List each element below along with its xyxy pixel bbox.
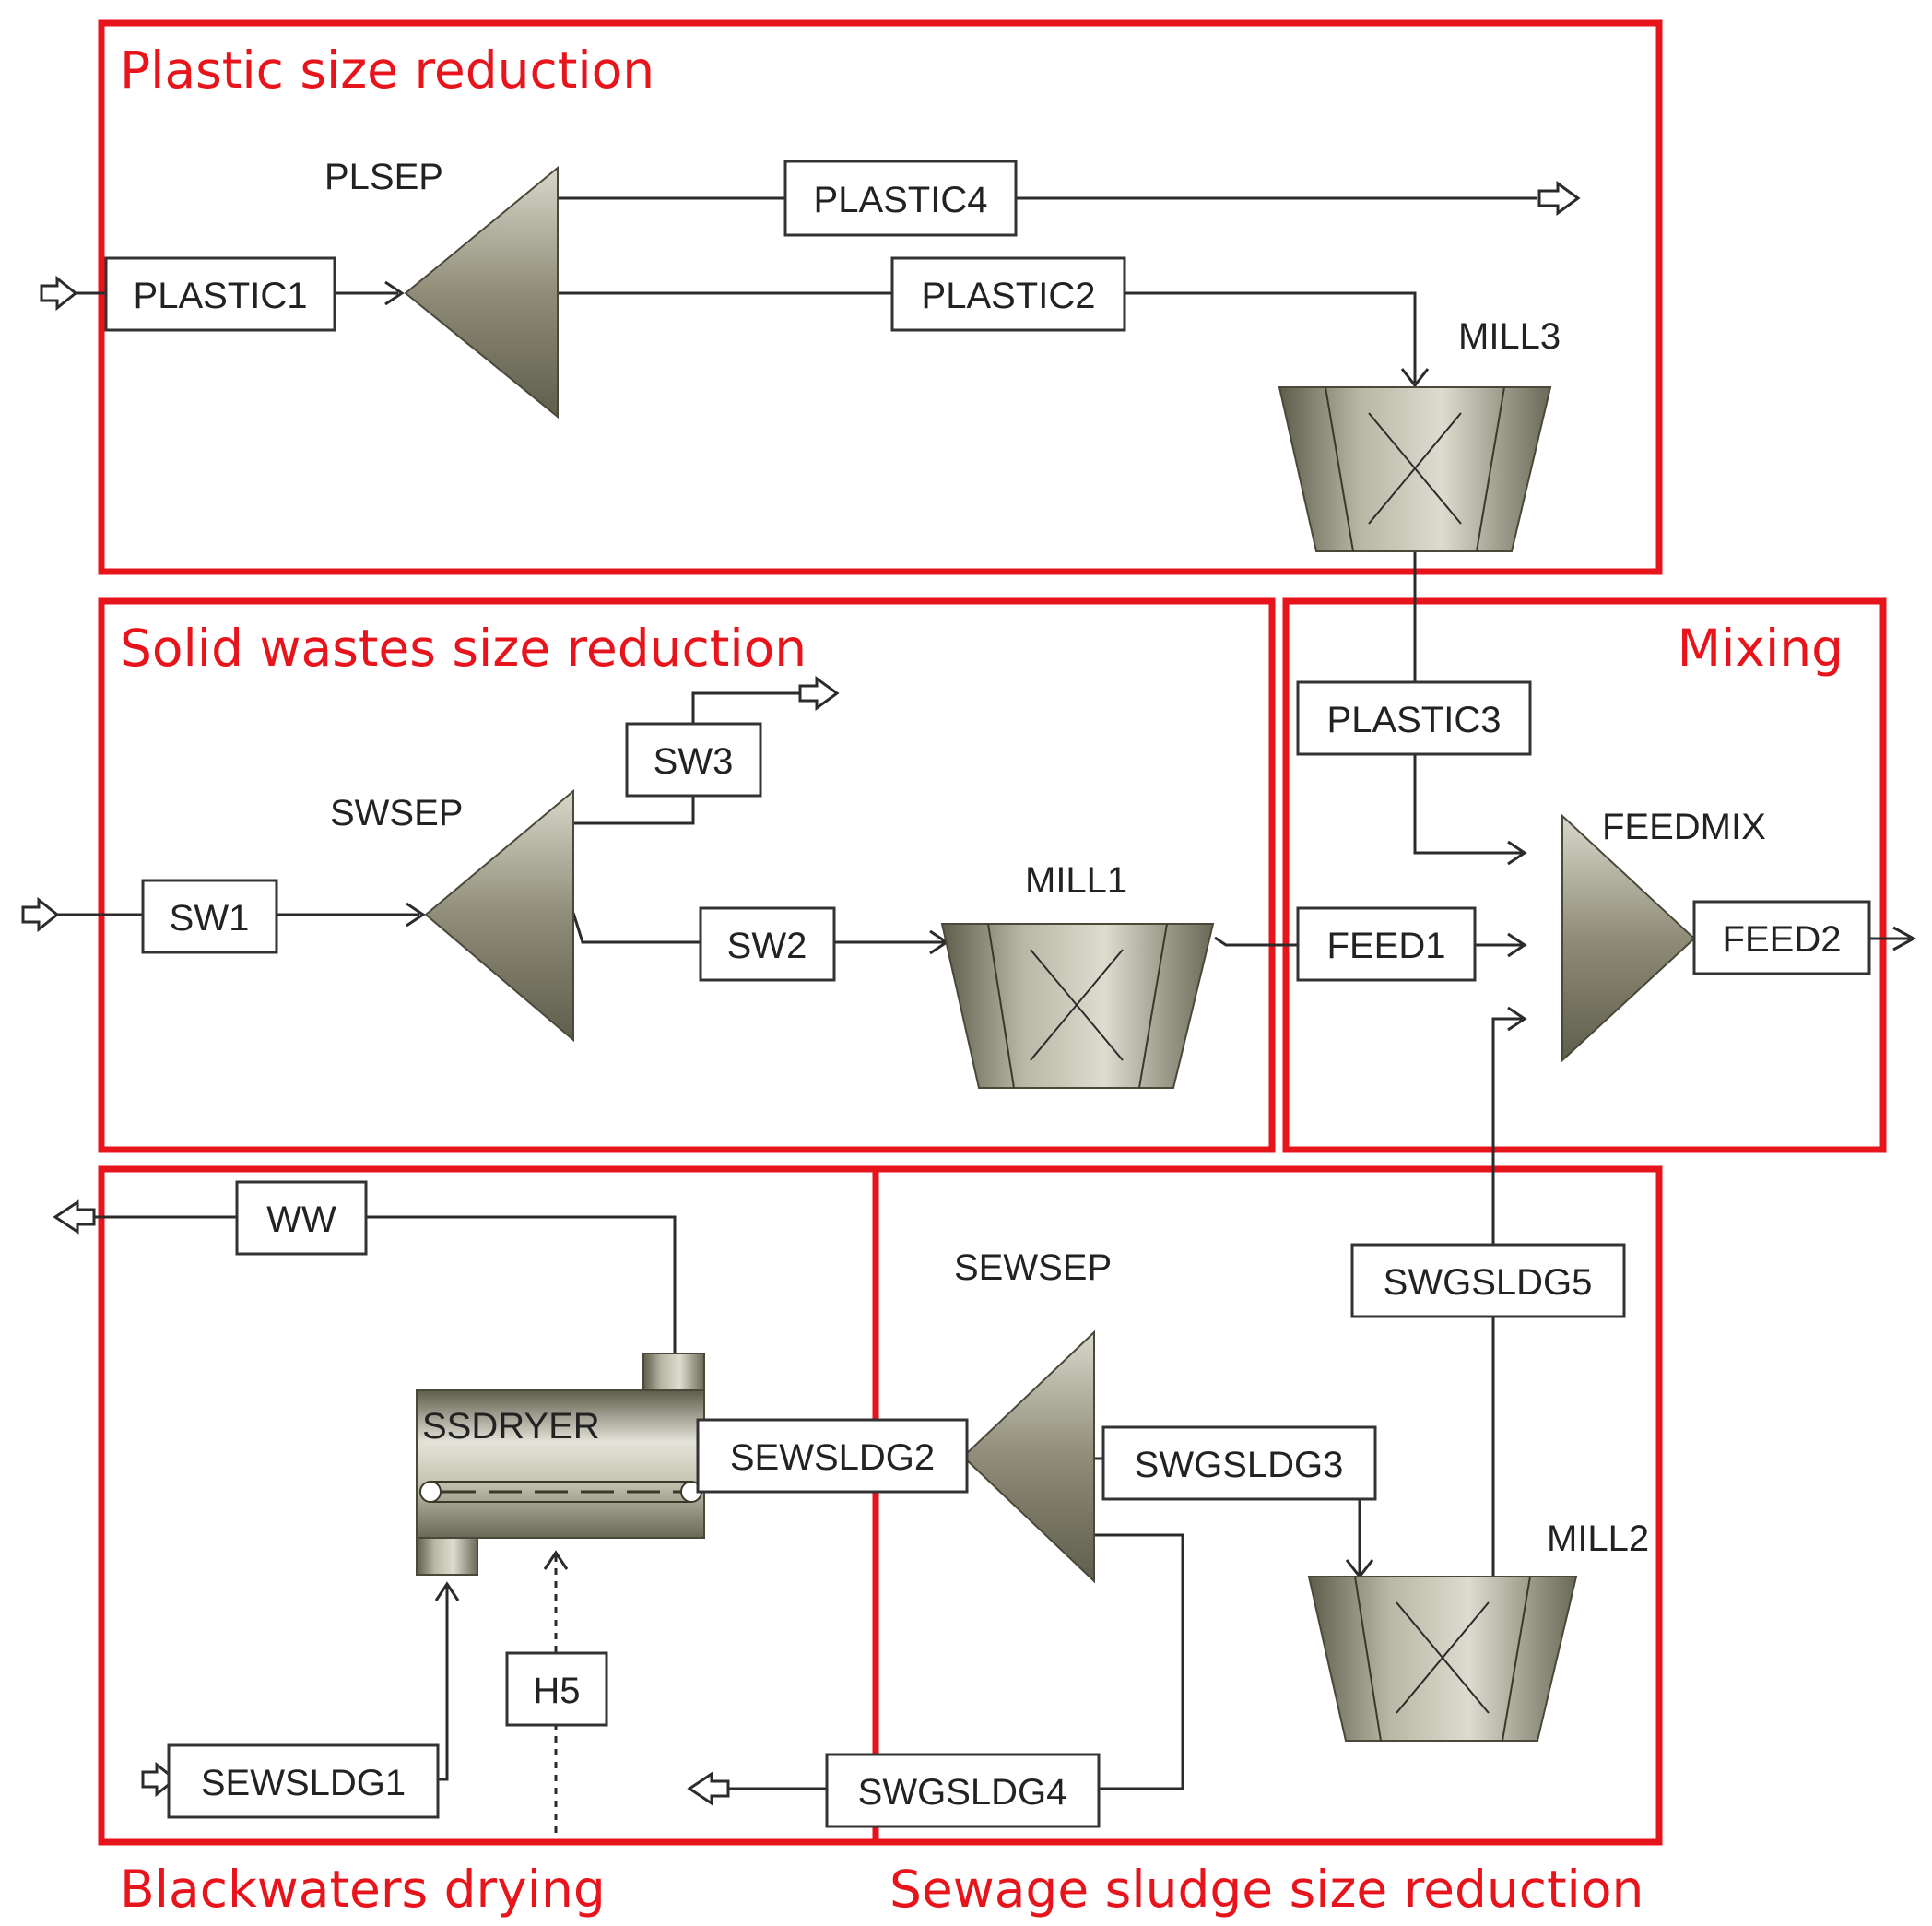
arrowhead-h5 — [543, 1550, 569, 1570]
section-frame-sewage — [872, 1165, 1663, 1846]
swsep-separator[interactable] — [424, 788, 574, 1043]
svg-text:PLASTIC3: PLASTIC3 — [1327, 700, 1502, 740]
arrowhead-sw1 — [406, 902, 426, 928]
section-title-mixing: Mixing — [1678, 619, 1844, 678]
svg-text:FEED2: FEED2 — [1723, 919, 1842, 960]
arrowhead-sewsldg1 — [434, 1581, 460, 1601]
product-arrow-ww[interactable] — [53, 1199, 96, 1235]
stream-label-plastic1[interactable]: PLASTIC1 — [104, 256, 336, 332]
feed-arrow-sewsldg1[interactable] — [141, 1761, 178, 1798]
svg-text:SEWSLDG1: SEWSLDG1 — [201, 1763, 406, 1803]
mill2-label: MILL2 — [1547, 1518, 1649, 1559]
section-frame-plastic — [98, 19, 1663, 575]
stream-label-h5[interactable]: H5 — [505, 1651, 608, 1727]
stream-label-plastic3[interactable]: PLASTIC3 — [1296, 680, 1532, 756]
arrowhead-swgsldg5 — [1507, 1006, 1527, 1032]
svg-text:PLASTIC1: PLASTIC1 — [134, 276, 308, 316]
section-title-drying: Blackwaters drying — [120, 1860, 606, 1919]
arrowhead-feed1 — [1507, 932, 1527, 958]
product-arrow-sw3[interactable] — [798, 676, 840, 711]
svg-text:SW2: SW2 — [727, 926, 807, 966]
line-plastic2[interactable] — [558, 291, 1417, 383]
svg-text:H5: H5 — [533, 1671, 580, 1711]
ssdryer-label: SSDRYER — [422, 1406, 600, 1447]
mill1-label: MILL1 — [1025, 860, 1127, 901]
svg-text:SEWSLDG2: SEWSLDG2 — [730, 1437, 935, 1478]
section-title-sewage: Sewage sludge size reduction — [889, 1860, 1643, 1919]
arrowhead-plastic2 — [1400, 368, 1430, 388]
svg-text:SW1: SW1 — [170, 898, 250, 939]
line-swgsldg4[interactable] — [728, 1533, 1184, 1790]
mill3-label: MILL3 — [1458, 316, 1561, 357]
arrowhead-plastic3 — [1507, 840, 1527, 866]
plsep-label: PLSEP — [324, 157, 443, 197]
section-frame-solid — [98, 597, 1276, 1153]
arrowhead-plastic1 — [384, 280, 405, 306]
svg-text:SWGSLDG4: SWGSLDG4 — [858, 1772, 1067, 1813]
feedmix-mixer[interactable] — [1561, 813, 1696, 1063]
feed-arrow-plastic1[interactable] — [40, 275, 78, 312]
product-arrow-plastic4[interactable] — [1537, 181, 1581, 216]
stream-label-feed1[interactable]: FEED1 — [1296, 906, 1477, 982]
section-title-plastic: Plastic size reduction — [120, 41, 654, 100]
swsep-label: SWSEP — [330, 793, 463, 833]
mill3-crusher[interactable] — [1278, 386, 1552, 552]
svg-text:PLASTIC2: PLASTIC2 — [922, 276, 1096, 316]
stream-label-swgsldg3[interactable]: SWGSLDG3 — [1101, 1425, 1377, 1501]
svg-text:FEED1: FEED1 — [1327, 926, 1446, 966]
stream-label-plastic4[interactable]: PLASTIC4 — [783, 160, 1018, 237]
svg-text:SWGSLDG5: SWGSLDG5 — [1384, 1262, 1593, 1303]
feed-arrow-sw1[interactable] — [21, 896, 60, 933]
svg-text:PLASTIC4: PLASTIC4 — [814, 180, 988, 220]
section-frame-mixing — [1282, 597, 1887, 1153]
feedmix-label: FEEDMIX — [1602, 807, 1766, 847]
svg-text:WW: WW — [266, 1199, 336, 1240]
ssdryer-dryer[interactable] — [416, 1353, 705, 1576]
stream-label-feed2[interactable]: FEED2 — [1692, 900, 1871, 975]
stream-label-sw2[interactable]: SW2 — [699, 906, 836, 982]
stream-label-sw3[interactable]: SW3 — [625, 722, 762, 798]
stream-label-sewsldg1[interactable]: SEWSLDG1 — [167, 1743, 440, 1819]
stream-label-swgsldg5[interactable]: SWGSLDG5 — [1350, 1243, 1626, 1318]
line-swgsldg5[interactable] — [1491, 1017, 1523, 1577]
svg-text:SW3: SW3 — [654, 741, 734, 782]
arrowhead-feed2 — [1892, 926, 1917, 951]
sewsep-separator[interactable] — [961, 1329, 1095, 1584]
mill2-crusher[interactable] — [1307, 1576, 1578, 1742]
product-arrow-swgsldg4[interactable] — [687, 1771, 730, 1806]
line-plastic3[interactable] — [1413, 551, 1523, 855]
stream-label-sw1[interactable]: SW1 — [141, 879, 278, 954]
stream-label-sewsldg2[interactable]: SEWSLDG2 — [696, 1418, 969, 1494]
svg-text:SWGSLDG3: SWGSLDG3 — [1135, 1445, 1344, 1485]
stream-label-swgsldg4[interactable]: SWGSLDG4 — [825, 1753, 1101, 1828]
section-title-solid: Solid wastes size reduction — [120, 619, 807, 678]
line-ww[interactable] — [76, 1215, 677, 1353]
sewsep-label: SEWSEP — [954, 1247, 1112, 1288]
plsep-separator[interactable] — [404, 165, 559, 419]
mill1-crusher[interactable] — [940, 923, 1215, 1089]
stream-label-ww[interactable]: WW — [235, 1180, 368, 1256]
stream-label-plastic2[interactable]: PLASTIC2 — [890, 256, 1126, 332]
